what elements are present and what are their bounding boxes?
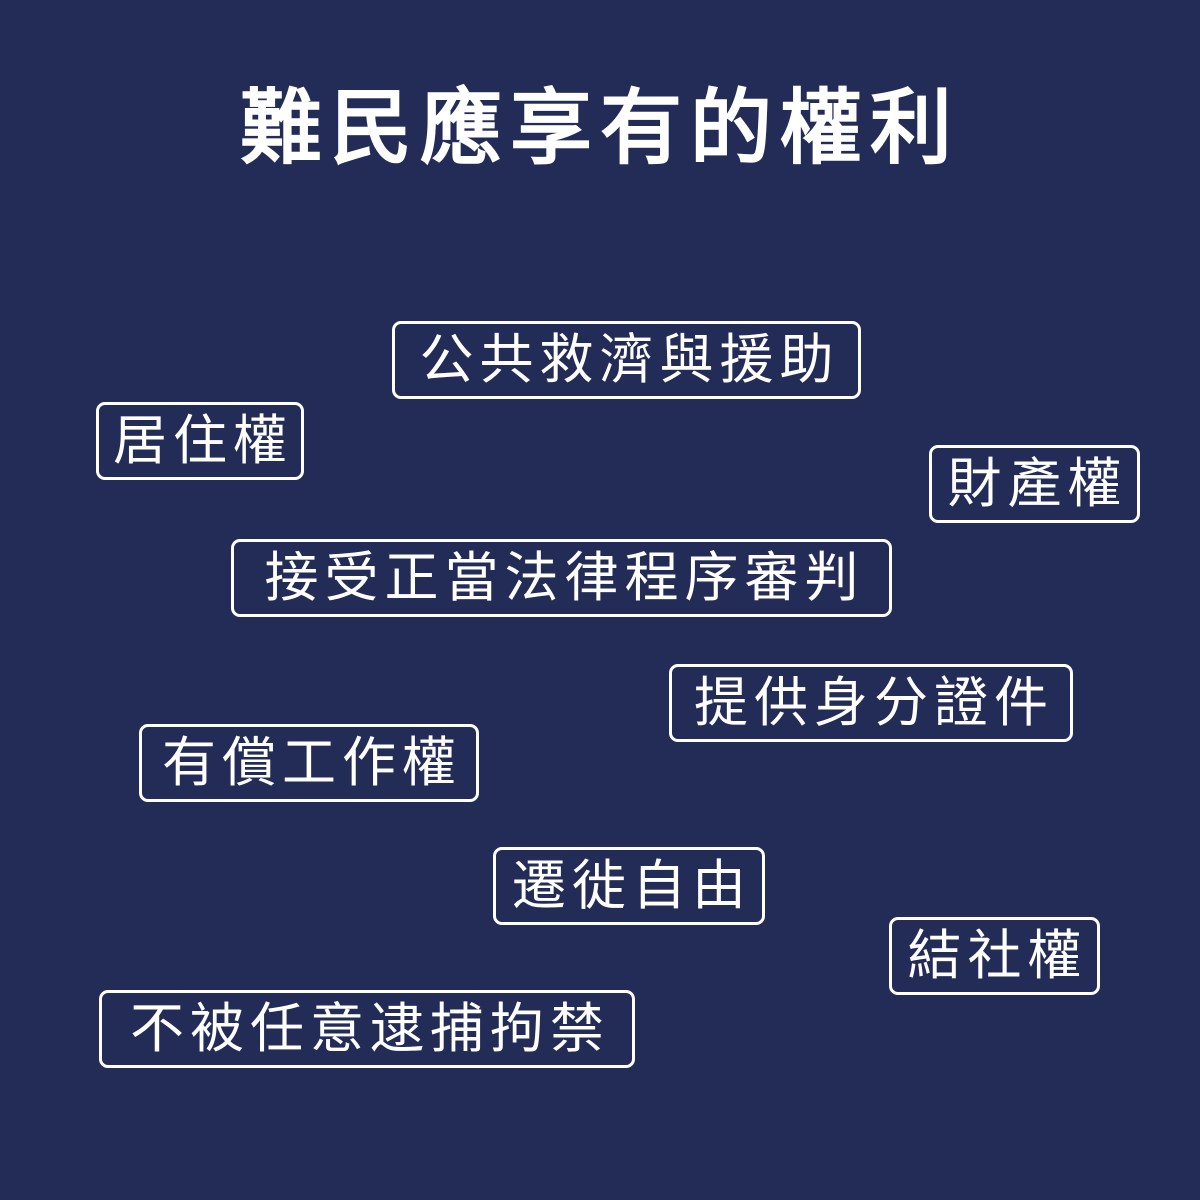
tag-property-rights: 財產權 [929, 445, 1140, 523]
tag-due-process-trial: 接受正當法律程序審判 [231, 539, 892, 617]
tag-public-relief-and-assistance: 公共救濟與援助 [392, 321, 861, 399]
tag-freedom-of-movement: 遷徙自由 [493, 847, 765, 925]
tag-right-to-paid-work: 有償工作權 [139, 724, 479, 802]
tag-identity-documents: 提供身分證件 [669, 664, 1073, 742]
tag-right-to-housing: 居住權 [96, 402, 304, 480]
tag-right-of-association: 結社權 [889, 917, 1100, 995]
page-title: 難民應享有的權利 [239, 81, 960, 176]
tag-freedom-from-arbitrary-arrest: 不被任意逮捕拘禁 [99, 990, 635, 1068]
